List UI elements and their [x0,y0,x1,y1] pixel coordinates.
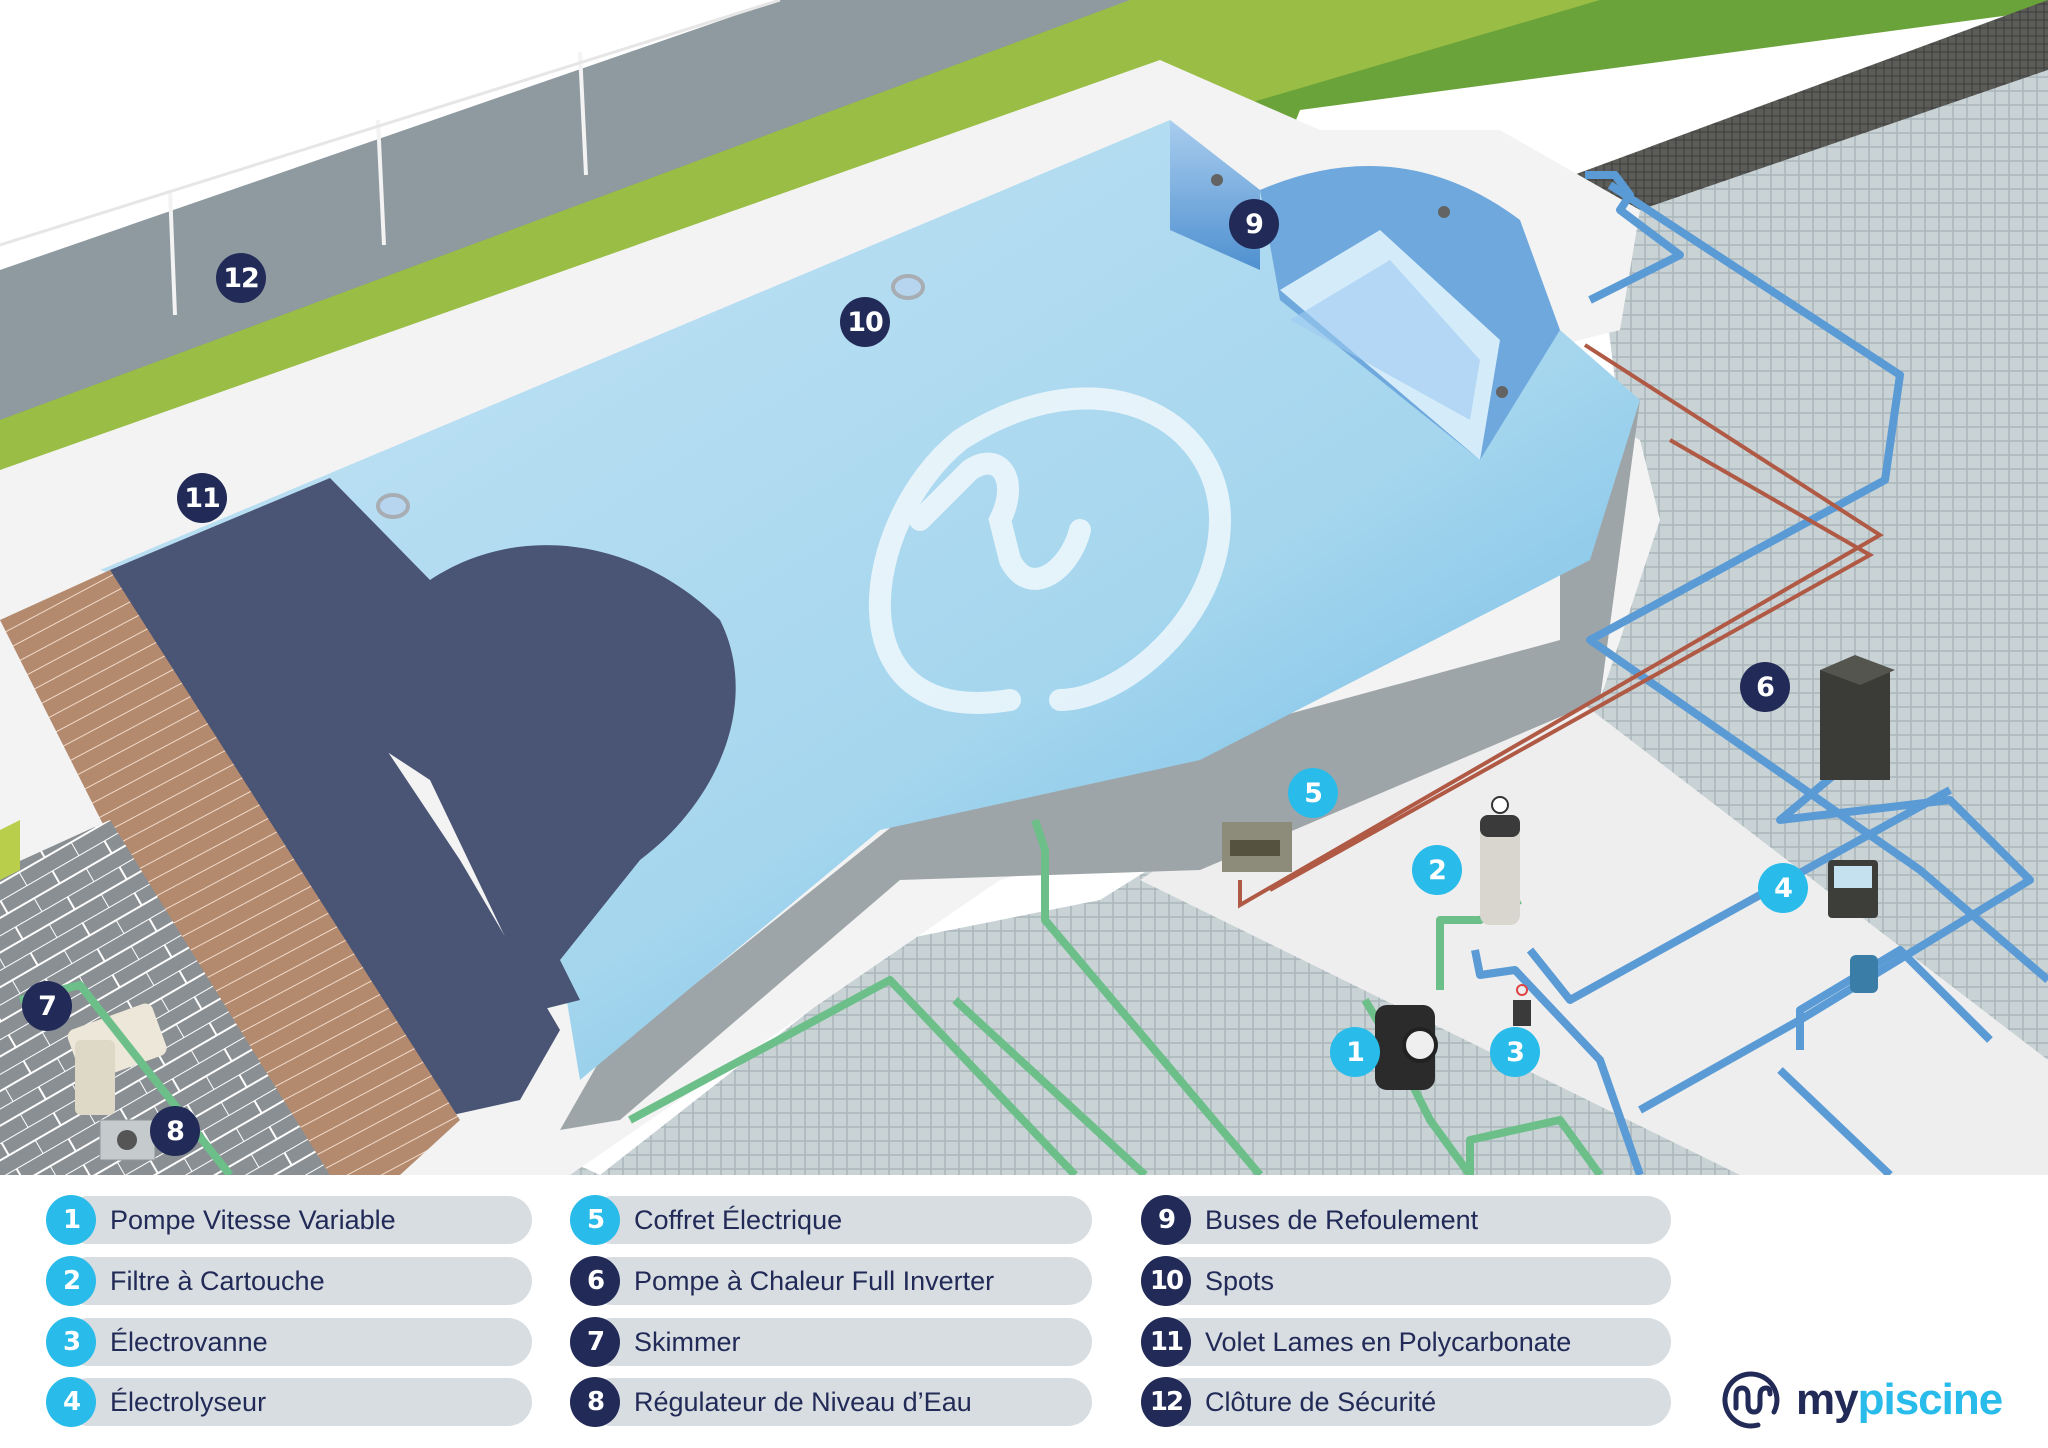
marker-11: 11 [177,473,227,523]
badge-9: 9 [1141,1195,1191,1245]
marker-5: 5 [1288,768,1338,818]
legend-item-10: 10 Spots [1141,1256,1671,1306]
badge-12: 12 [1141,1377,1191,1427]
marker-9: 9 [1229,199,1279,249]
legend-label-1: Pompe Vitesse Variable [110,1204,396,1235]
legend-label-7: Skimmer [634,1326,741,1357]
marker-3: 3 [1490,1027,1540,1077]
legend-label-10: Spots [1205,1265,1275,1296]
legend-item-2: 2 Filtre à Cartouche [46,1256,532,1306]
marker-6: 6 [1740,662,1790,712]
legend-label-9: Buses de Refoulement [1205,1204,1479,1235]
badge-6: 6 [570,1256,620,1306]
badge-3: 3 [46,1317,96,1367]
legend-item-8: 8 Régulateur de Niveau d’Eau [570,1377,1092,1427]
legend-label-2: Filtre à Cartouche [110,1265,325,1296]
legend-label-8: Régulateur de Niveau d’Eau [634,1386,972,1417]
badge-7: 7 [570,1317,620,1367]
marker-2: 2 [1412,845,1462,895]
marker-4: 4 [1758,863,1808,913]
legend-item-7: 7 Skimmer [570,1317,1092,1367]
legend-item-9: 9 Buses de Refoulement [1141,1195,1671,1245]
wave-logo-icon [1722,1371,1780,1429]
legend-item-3: 3 Électrovanne [46,1317,532,1367]
marker-7: 7 [22,981,72,1031]
marker-12: 12 [216,253,266,303]
legend-item-11: 11 Volet Lames en Polycarbonate [1141,1317,1671,1367]
pool-illustration: 1 2 3 4 5 6 7 8 9 10 11 12 [0,0,2048,1175]
legend-label-12: Clôture de Sécurité [1205,1386,1437,1417]
pool-scene-graphic [0,0,2048,1175]
badge-5: 5 [570,1195,620,1245]
legend-label-3: Électrovanne [110,1326,268,1357]
badge-10: 10 [1141,1256,1191,1306]
badge-2: 2 [46,1256,96,1306]
legend-item-6: 6 Pompe à Chaleur Full Inverter [570,1256,1092,1306]
marker-1: 1 [1330,1027,1380,1077]
legend: 1 Pompe Vitesse Variable 2 Filtre à Cart… [0,1175,2048,1448]
badge-1: 1 [46,1195,96,1245]
marker-10: 10 [840,297,890,347]
badge-4: 4 [46,1377,96,1427]
legend-label-5: Coffret Électrique [634,1204,843,1235]
brand-name-part1: my [1796,1375,1859,1424]
legend-item-5: 5 Coffret Électrique [570,1195,1092,1245]
marker-8: 8 [150,1106,200,1156]
legend-label-4: Électrolyseur [110,1386,267,1417]
badge-11: 11 [1141,1317,1191,1367]
legend-label-6: Pompe à Chaleur Full Inverter [634,1265,995,1296]
badge-8: 8 [570,1377,620,1427]
legend-item-12: 12 Clôture de Sécurité [1141,1377,1671,1427]
legend-item-4: 4 Électrolyseur [46,1377,532,1427]
legend-item-1: 1 Pompe Vitesse Variable [46,1195,532,1245]
legend-label-11: Volet Lames en Polycarbonate [1205,1326,1572,1357]
brand-name-part2: piscine [1857,1375,2004,1424]
